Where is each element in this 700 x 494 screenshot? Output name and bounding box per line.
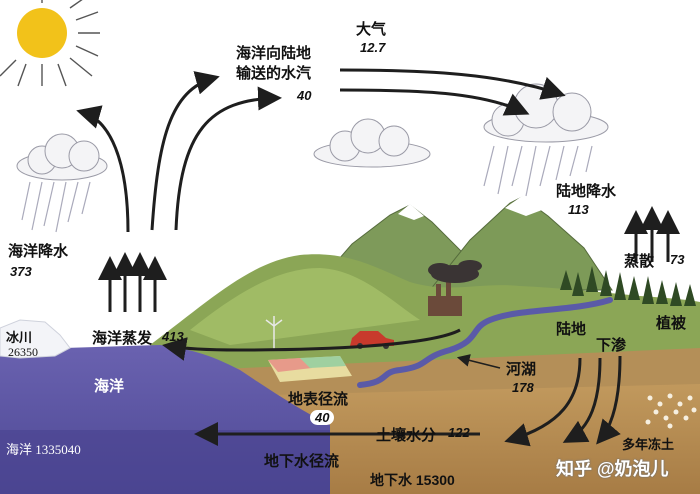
- land-precip-label: 陆地降水: [556, 183, 617, 200]
- surface-runoff-arrow: [162, 328, 461, 361]
- rivers-lakes-value: 178: [512, 380, 534, 395]
- groundwater-runoff-label: 地下水径流: [264, 453, 340, 470]
- soil-moisture-label: 土壤水分: [376, 427, 437, 444]
- ocean-precip-label: 海洋降水: [8, 243, 69, 260]
- infiltration-arrow: [596, 355, 622, 445]
- vapor-rise-arrow: [76, 105, 130, 233]
- ocean-floor: [0, 430, 330, 494]
- infiltration-label: 下渗: [596, 337, 627, 354]
- vapor-transport-label-2: 输送的水汽: [236, 65, 312, 82]
- surface-runoff-value: 40: [310, 410, 335, 425]
- flow-arrows: [76, 68, 680, 447]
- ocean-storage: 海洋 1335040: [6, 442, 81, 457]
- permafrost-texture: [645, 393, 697, 429]
- watermark: 知乎 @奶泡儿: [556, 459, 669, 479]
- ice-label: 冰川: [6, 330, 33, 345]
- hill-highlight: [190, 268, 420, 345]
- surface-runoff-label: 地表径流: [288, 391, 349, 408]
- rivers-lakes-label: 河湖: [506, 361, 537, 378]
- vapor-transport-value: 40: [297, 88, 312, 103]
- transpiration-label: 蒸散: [624, 253, 655, 270]
- ocean-evap-label: 海洋蒸发: [92, 330, 153, 347]
- tree-icon: [560, 266, 696, 306]
- ice-sheet: [0, 319, 71, 359]
- cloud-icon: [16, 133, 108, 233]
- vapor-transport-arrow: [339, 68, 566, 100]
- transpiration-value: 73: [670, 252, 685, 267]
- field-patch: [268, 358, 312, 372]
- infiltration-arrow: [562, 357, 602, 443]
- sun-icon: [0, 0, 100, 87]
- soil-moisture-value: 122: [448, 425, 470, 440]
- vapor-transport-arrow: [339, 88, 530, 116]
- river-pointer: [456, 354, 501, 369]
- vegetation-label: 植被: [656, 315, 687, 332]
- groundwater-label: 地下水 15300: [370, 472, 455, 488]
- ocean-label: 海洋: [94, 378, 125, 395]
- ocean-precip-value: 373: [10, 264, 32, 279]
- cloud-icon: [313, 118, 431, 168]
- cloud-icon: [483, 83, 609, 197]
- field-patch: [300, 356, 346, 368]
- land-label: 陆地: [556, 321, 587, 338]
- ocean-evap-value: 413: [162, 329, 184, 344]
- permafrost-label: 多年冻土: [622, 437, 675, 452]
- atmosphere-value: 12.7: [360, 40, 386, 55]
- atmosphere-label: 大气: [356, 21, 387, 38]
- river: [357, 297, 613, 388]
- soil-edge: [150, 348, 700, 398]
- windmill-icon: [265, 316, 283, 350]
- infiltration-arrow: [504, 357, 582, 447]
- land-precip-value: 113: [568, 202, 589, 217]
- vapor-transport-label-1: 海洋向陆地: [236, 45, 312, 62]
- vapor-rise-arrow: [150, 71, 220, 231]
- vapor-rise-arrow: [174, 86, 282, 231]
- ice-value: 26350: [8, 345, 38, 359]
- factory-icon: [428, 260, 482, 316]
